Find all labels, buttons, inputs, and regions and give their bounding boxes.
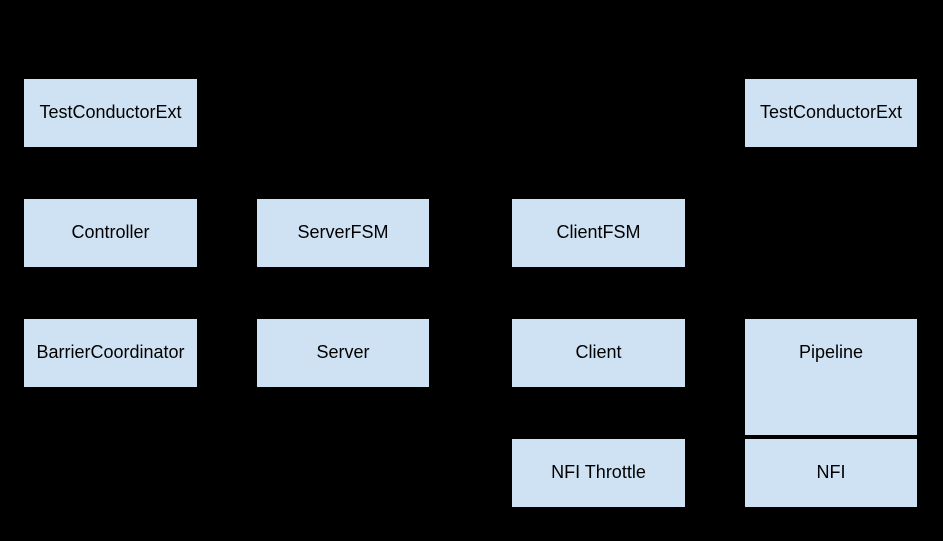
node-label: Client	[575, 342, 622, 363]
node-label: TestConductorExt	[39, 102, 182, 123]
node-server: Server	[256, 318, 430, 388]
node-controller: Controller	[23, 198, 198, 268]
node-client: Client	[511, 318, 686, 388]
node-label: NFI	[816, 462, 846, 483]
node-test-conductor-ext-right: TestConductorExt	[744, 78, 918, 148]
node-pipeline: Pipeline	[744, 318, 918, 436]
node-label: Pipeline	[798, 342, 864, 363]
node-label: NFI Throttle	[551, 462, 646, 483]
node-test-conductor-ext-left: TestConductorExt	[23, 78, 198, 148]
node-label: TestConductorExt	[759, 102, 903, 123]
node-barrier-coordinator: BarrierCoordinator	[23, 318, 198, 388]
node-label: Controller	[71, 222, 150, 243]
node-client-fsm: ClientFSM	[511, 198, 686, 268]
node-nfi: NFI	[744, 438, 918, 508]
node-label: ServerFSM	[297, 222, 389, 243]
node-label: Server	[316, 342, 370, 363]
node-nfi-throttle: NFI Throttle	[511, 438, 686, 508]
node-label: BarrierCoordinator	[36, 342, 185, 363]
node-server-fsm: ServerFSM	[256, 198, 430, 268]
node-label: ClientFSM	[556, 222, 641, 243]
